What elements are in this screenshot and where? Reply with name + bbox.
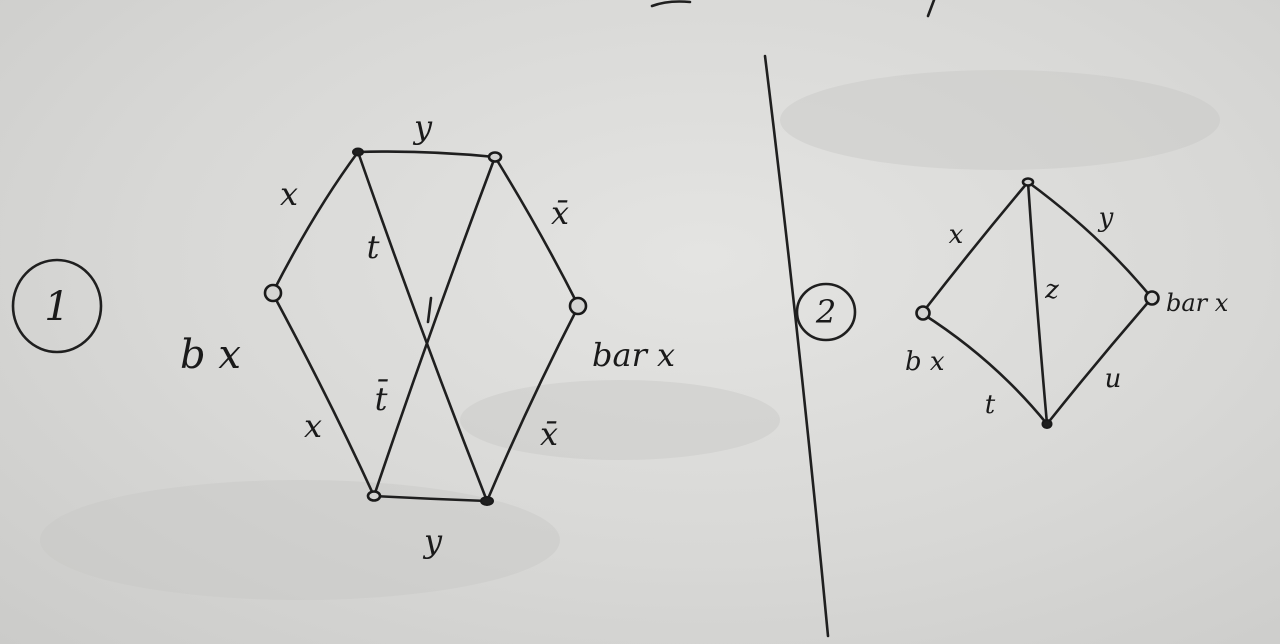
vertex2-barx: [1144, 290, 1160, 306]
edge-label-t: t: [367, 228, 380, 266]
vertex-top-left: [352, 147, 364, 157]
edge2-label-u: u: [1105, 364, 1122, 394]
diagram-2: 2 b x bar x x y z t u: [795, 177, 1229, 429]
diagram-2-number-circle: [795, 282, 857, 342]
edge-lower-right: [485, 305, 580, 503]
vertex2-bx: [915, 305, 931, 321]
crossing-tick: [426, 296, 433, 324]
edge-label-lower-left: x: [304, 407, 322, 445]
vertex-bx: [263, 283, 283, 303]
diagram-1-number-circle: [11, 258, 103, 354]
edge-lower-left: [271, 292, 376, 498]
edge-label-upper-right: x̄: [551, 194, 569, 232]
vertex-top-right: [487, 151, 503, 163]
vertex-barx: [568, 296, 588, 316]
diagram-1: 1 b x bar x y x x̄ x x̄ y t t̄: [11, 108, 675, 560]
vertex2-top: [1021, 177, 1035, 187]
diagram-1-number: 1: [44, 284, 69, 330]
edge-label-upper-left: x: [280, 175, 298, 213]
smudge: [460, 380, 780, 460]
edge-diag-tbar: [372, 155, 497, 498]
vertex-bottom-left: [366, 490, 382, 502]
edge2-label-t: t: [985, 390, 996, 420]
terminal-label-bx: b x: [180, 332, 241, 378]
edge-label-top: y: [412, 108, 433, 146]
smudge: [40, 480, 560, 600]
edge-top: [356, 150, 497, 159]
diagram-2-number: 2: [815, 293, 836, 331]
stray-mark: [926, 0, 936, 18]
edge-label-bottom: y: [422, 522, 443, 560]
edge-label-lower-right: x̄: [540, 415, 558, 453]
edge2-label-x: x: [949, 220, 964, 250]
terminal2-label-bx: b x: [905, 347, 945, 377]
edge-label-tbar: t̄: [375, 379, 389, 418]
terminal-label-barx: bar x: [592, 336, 675, 374]
edge2-label-y: y: [1098, 203, 1114, 233]
edge2-label-z: z: [1044, 275, 1059, 305]
vertex-bottom-right: [480, 496, 494, 506]
edge2-lower-left: [921, 312, 1049, 426]
edge-upper-left: [271, 150, 360, 294]
stray-mark: [650, 0, 692, 8]
vertex2-bottom: [1041, 419, 1053, 429]
edge-diag-t: [356, 150, 489, 503]
divider-line: [763, 54, 830, 638]
terminal2-label-barx: bar x: [1166, 289, 1229, 317]
edge-upper-right: [493, 155, 580, 307]
edge-bottom: [372, 494, 489, 503]
edge2-middle: [1026, 180, 1049, 426]
smudge: [780, 70, 1220, 170]
edge2-lower-right: [1045, 297, 1153, 426]
edge2-upper-left: [921, 180, 1030, 314]
edge2-upper-right: [1026, 180, 1153, 299]
